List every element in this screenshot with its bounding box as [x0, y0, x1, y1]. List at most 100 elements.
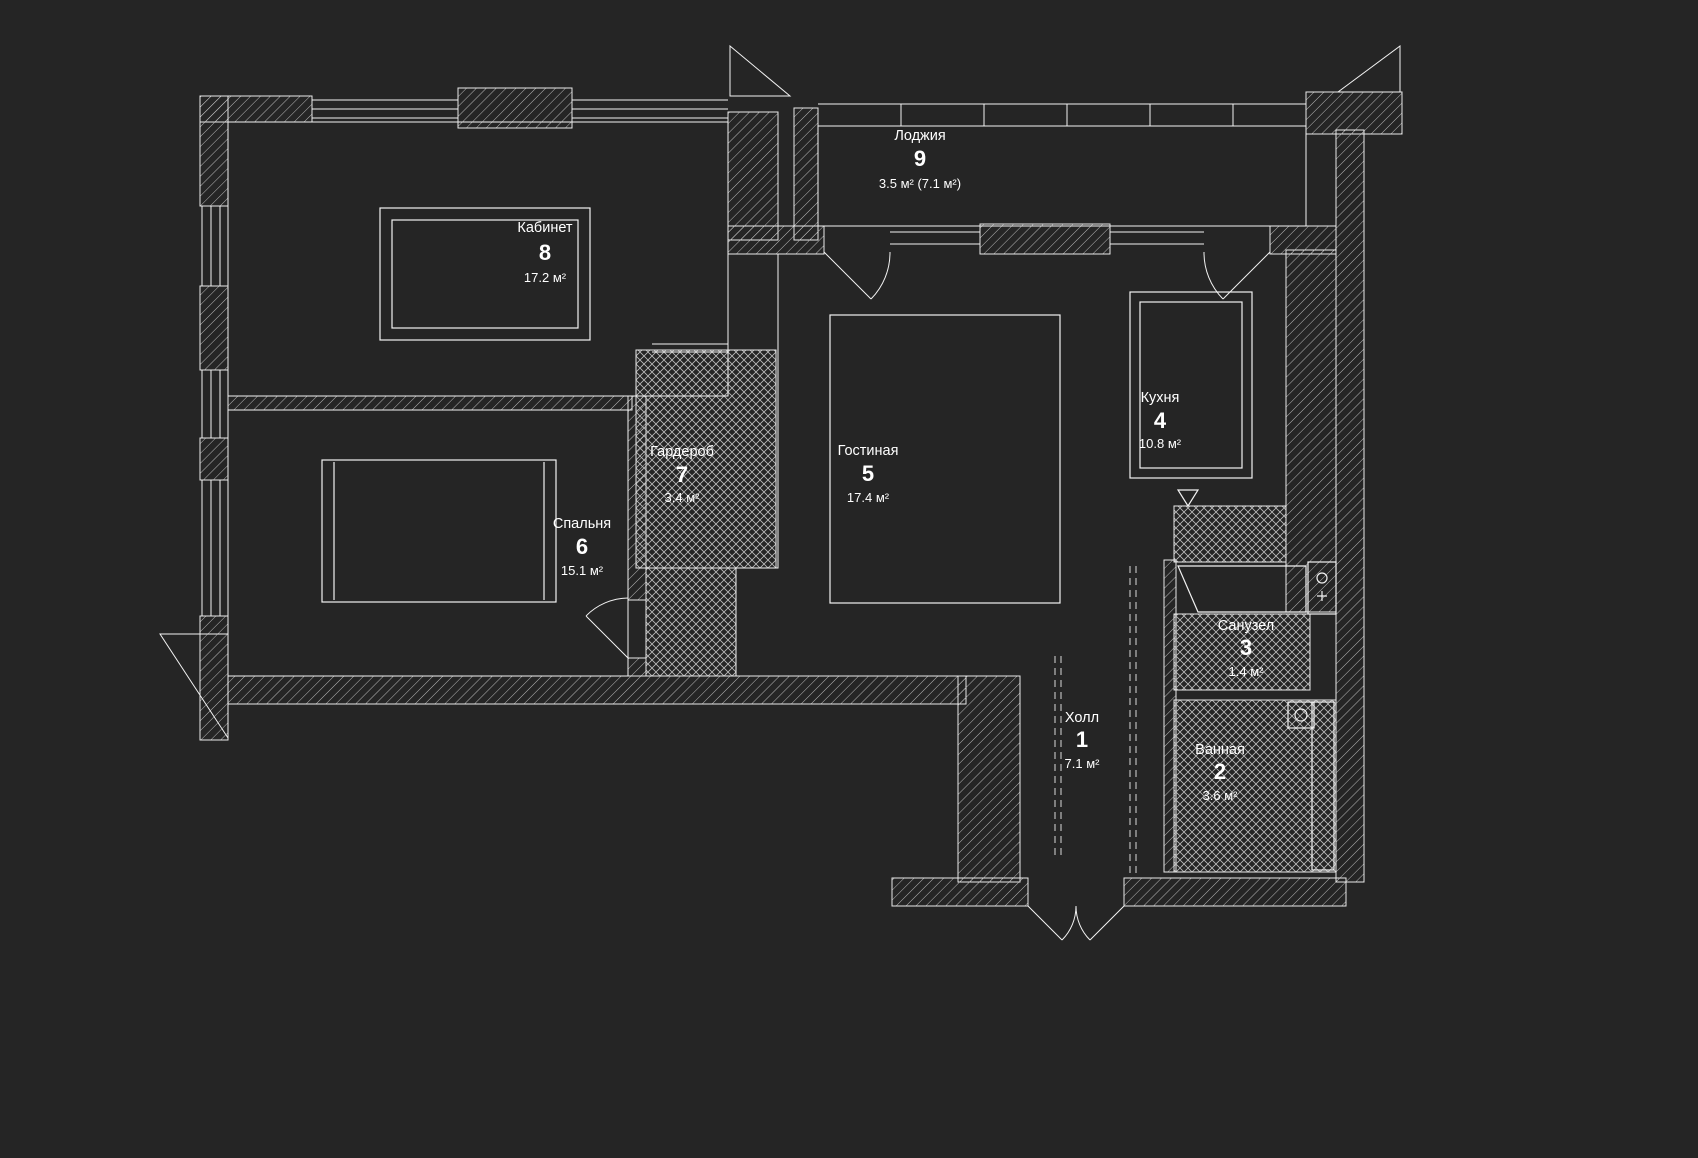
door-bedroom — [585, 597, 629, 659]
bathroom-area: 3.6 м² — [1203, 788, 1239, 803]
office-name: Кабинет — [517, 220, 573, 236]
bath — [1311, 701, 1335, 871]
wall-office-bedroom-divider — [227, 395, 633, 411]
wall-bottom-entry-left — [891, 877, 1029, 907]
living-left-boundary — [735, 254, 779, 676]
office-outline — [227, 121, 729, 397]
room-label-loggia: Лоджия 9 3.5 м² (7.1 м²) — [879, 128, 961, 191]
wardrobe-floor — [635, 349, 777, 569]
hall-dashed-line-1 — [1054, 656, 1062, 860]
bedroom-bed-rails — [333, 462, 545, 600]
wall-loggia-band-pier1 — [727, 225, 825, 255]
room-label-office: Кабинет 8 17.2 м² — [517, 220, 573, 285]
room-label-hall: Холл 1 7.1 м² — [1065, 710, 1101, 771]
faucet-icon — [1317, 591, 1327, 601]
bedroom-area: 15.1 м² — [561, 563, 604, 578]
room-label-wardrobe: Гардероб 7 3.4 м² — [650, 444, 714, 505]
wall-bottom-left-section — [227, 675, 967, 705]
wall-right-inner-shaft — [1285, 249, 1337, 613]
window-loggia-bottom-1 — [890, 231, 980, 245]
window-loggia-bottom-2 — [1110, 231, 1204, 245]
living-area: 17.4 м² — [847, 490, 890, 505]
loggia-glazing — [818, 103, 1306, 127]
kitchen-area: 10.8 м² — [1139, 436, 1182, 451]
window-top-1 — [312, 99, 458, 119]
bedroom-bed — [321, 459, 557, 603]
window-top-2 — [572, 99, 728, 119]
wall-left-seg3 — [199, 437, 229, 481]
living-bed — [829, 314, 1061, 604]
wardrobe-number: 7 — [676, 462, 688, 487]
flag-top-left — [729, 44, 792, 97]
wall-office-loggia — [727, 111, 779, 241]
room-label-kitchen: Кухня 4 10.8 м² — [1139, 390, 1182, 451]
office-area: 17.2 м² — [524, 270, 567, 285]
room-label-living: Гостиная 5 17.4 м² — [838, 443, 899, 505]
office-number: 8 — [539, 240, 551, 265]
wall-loggia-band-pier3 — [1269, 225, 1337, 255]
doors — [585, 251, 1271, 941]
walls — [199, 87, 1403, 907]
wall-left-seg4 — [199, 615, 229, 741]
drain-triangle-icon — [1176, 489, 1200, 508]
wc-area: 1.4 м² — [1229, 664, 1265, 679]
hall-number: 1 — [1076, 727, 1088, 752]
room-label-bathroom: Ванная 2 3.6 м² — [1195, 742, 1245, 803]
hall-name: Холл — [1065, 710, 1099, 726]
windows — [201, 99, 1306, 616]
hall-area: 7.1 м² — [1065, 756, 1101, 771]
bedroom-name: Спальня — [553, 516, 611, 532]
crosshatch-areas — [635, 349, 1337, 873]
flag-bottom-left — [159, 633, 229, 740]
wall-left-seg2 — [199, 285, 229, 371]
wardrobe-area: 3.4 м² — [665, 490, 701, 505]
wall-loggia-left — [793, 107, 819, 241]
wall-left-seg1 — [199, 95, 229, 207]
wall-hall-pier — [957, 675, 1021, 883]
room-labels: Лоджия 9 3.5 м² (7.1 м²) Кабинет 8 17.2 … — [517, 128, 1274, 803]
washing-machine-drum-icon — [1294, 708, 1308, 722]
living-name: Гостиная — [838, 443, 899, 459]
wc-name: Санузел — [1218, 618, 1275, 634]
shower-strip — [1173, 505, 1287, 563]
sink-fixture — [1307, 561, 1337, 615]
washing-machine — [1287, 701, 1315, 729]
hall-dashed-line-2 — [1129, 566, 1137, 876]
door-entrance-right-leaf — [1075, 905, 1125, 941]
kitchen-number: 4 — [1154, 408, 1167, 433]
room-label-wc: Санузел 3 1.4 м² — [1218, 618, 1275, 679]
flag-top-right — [1336, 45, 1401, 93]
wall-bedroom-right-stub — [627, 657, 647, 677]
kitchen-counter — [1129, 291, 1253, 479]
loggia-number: 9 — [914, 146, 926, 171]
section-flags — [159, 44, 1401, 740]
kitchen-counter-inner — [1139, 301, 1243, 469]
door-office — [652, 343, 728, 353]
vanity-counter — [1177, 565, 1307, 613]
bedroom-outline — [227, 409, 629, 677]
sink-icon — [1316, 572, 1328, 584]
loggia-name: Лоджия — [894, 128, 945, 144]
wall-top-right-pier — [1305, 91, 1403, 135]
window-left-2 — [201, 370, 221, 438]
living-number: 5 — [862, 461, 874, 486]
bathroom-floor — [1173, 699, 1337, 873]
kitchen-name: Кухня — [1141, 390, 1180, 406]
bedroom-number: 6 — [576, 534, 588, 559]
wc-floor — [1173, 613, 1311, 691]
below-wardrobe-block — [645, 567, 737, 677]
office-desk — [379, 207, 591, 341]
wall-right-outer — [1335, 129, 1365, 883]
window-left-1 — [201, 206, 221, 286]
wardrobe-name: Гардероб — [650, 444, 714, 460]
door-loggia-2 — [1203, 251, 1271, 300]
bathroom-number: 2 — [1214, 759, 1226, 784]
room-label-bedroom: Спальня 6 15.1 м² — [553, 516, 611, 578]
wall-top-pier-b — [457, 87, 573, 129]
window-left-3 — [201, 480, 221, 616]
door-loggia-1 — [823, 251, 891, 300]
loggia-area: 3.5 м² (7.1 м²) — [879, 176, 961, 191]
